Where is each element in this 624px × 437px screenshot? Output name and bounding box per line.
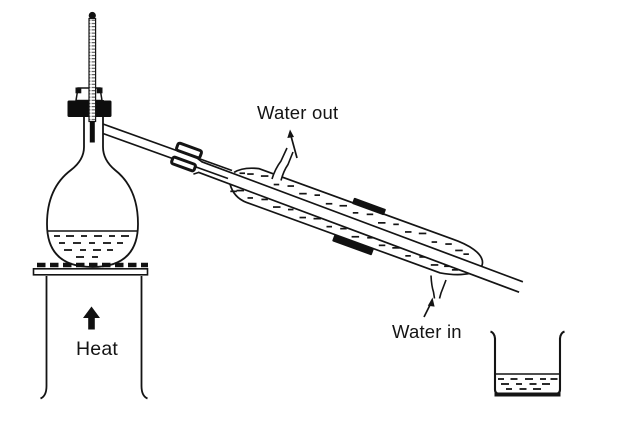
liebig-condenser — [193, 147, 524, 299]
water-stipple — [117, 242, 123, 244]
stopper-collar-tab-left — [75, 87, 82, 94]
thermometer — [88, 11, 97, 143]
water-stipple — [299, 216, 306, 219]
water-stipple — [340, 227, 347, 230]
heat-label: Heat — [76, 338, 118, 360]
water-stipple — [247, 197, 253, 199]
water-stipple — [378, 222, 386, 224]
water-stipple — [393, 223, 399, 226]
stand-plate — [32, 267, 149, 276]
thermometer-top-knob — [88, 11, 96, 20]
water-stipple — [239, 172, 245, 175]
water-in-label: Water in — [392, 321, 462, 342]
water-stipple — [525, 378, 533, 380]
water-stipple — [445, 243, 452, 245]
water-stipple — [519, 388, 527, 390]
water-stipple — [66, 235, 74, 237]
water-stipple — [510, 378, 518, 380]
water-out-port — [271, 147, 294, 181]
water-stipple — [463, 253, 469, 255]
collection-beaker — [490, 330, 565, 397]
water-stipple — [529, 383, 537, 385]
water-in-port — [429, 275, 447, 299]
water-stipple — [299, 192, 307, 195]
stand-leg-right — [140, 276, 148, 400]
water-stipple — [451, 269, 459, 271]
water-stipple — [261, 198, 268, 201]
water-stipple — [89, 242, 95, 244]
condenser-clamp-pad-top — [352, 197, 386, 216]
water-stipple — [247, 173, 254, 175]
water-stipple — [94, 235, 102, 237]
water-stipple — [550, 378, 558, 380]
water-stipple — [273, 183, 280, 186]
water-stipple — [230, 190, 237, 193]
water-stipple — [430, 264, 439, 266]
water-stipple — [80, 249, 86, 251]
water-out-leader — [287, 129, 298, 159]
water-stipple — [405, 255, 411, 257]
water-stipple — [378, 244, 386, 247]
water-stipple — [366, 213, 374, 216]
water-stipple — [236, 189, 244, 192]
beaker-liquid — [495, 373, 560, 390]
stopper-collar-tab-right — [96, 87, 103, 94]
thermometer-stem — [88, 17, 97, 123]
water-stipple — [444, 265, 450, 268]
water-stipple — [431, 241, 438, 243]
water-stipple — [418, 232, 427, 235]
water-stipple — [273, 206, 281, 208]
water-stipple — [339, 204, 347, 207]
water-stipple — [59, 242, 65, 244]
water-stipple — [367, 236, 373, 239]
water-stipple — [540, 378, 546, 380]
water-stipple — [64, 249, 72, 251]
water-stipple — [109, 235, 115, 237]
heat-stand — [32, 262, 149, 400]
water-stipple — [542, 383, 550, 385]
water-stipple — [313, 217, 321, 220]
water-stipple — [260, 175, 269, 177]
water-stipple — [516, 383, 522, 385]
water-stipple — [76, 256, 84, 258]
water-stipple — [121, 235, 129, 237]
water-stipple — [455, 249, 463, 252]
water-out-label: Water out — [257, 102, 338, 123]
water-stipple — [314, 194, 320, 196]
water-stipple — [533, 388, 541, 390]
water-stipple — [405, 231, 412, 233]
water-stipple — [326, 225, 332, 228]
water-stipple — [501, 383, 509, 385]
water-stipple — [81, 235, 87, 237]
water-stipple — [392, 247, 400, 249]
side-arm — [102, 123, 233, 180]
water-in-arrow-icon — [427, 297, 435, 307]
water-stipple — [351, 235, 360, 238]
condenser-inner-tube — [193, 157, 524, 293]
heat-arrow-icon — [83, 306, 100, 330]
water-stipple — [498, 378, 504, 380]
water-stipple — [107, 249, 113, 251]
water-in-leader — [423, 297, 435, 318]
water-stipple — [325, 202, 333, 205]
joint-clip — [170, 141, 203, 173]
water-out-arrow-icon — [287, 129, 294, 138]
water-stipple — [287, 185, 294, 187]
water-stipple — [352, 212, 359, 214]
water-stipple — [288, 208, 294, 211]
water-stipple — [103, 242, 111, 244]
condenser-clamp-pad-bottom — [332, 234, 374, 256]
water-stipple — [54, 235, 60, 237]
water-stipple — [92, 256, 98, 258]
flask-liquid — [47, 230, 138, 258]
stand-leg-left — [40, 276, 48, 400]
thermometer-bulb-rod — [89, 121, 95, 143]
water-stipple — [93, 249, 101, 251]
water-stipple — [73, 242, 81, 244]
water-stipple — [506, 388, 512, 390]
